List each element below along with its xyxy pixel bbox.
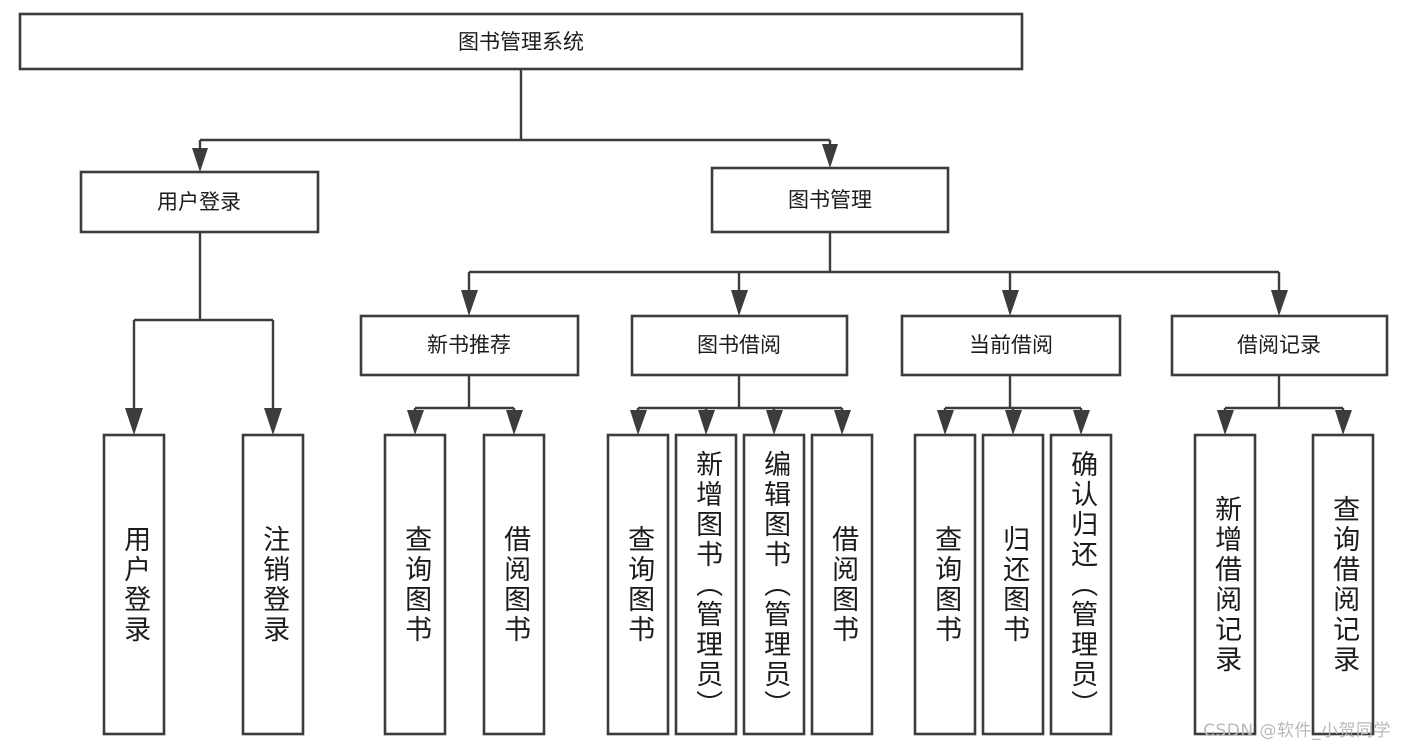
- arrow-bb-leaf-4: [834, 410, 851, 435]
- leaf-box-borrow-record-2[interactable]: [1311, 433, 1375, 736]
- node-box-group: 图书管理系统 用户登录 图书管理 新书推荐 图书借阅 当前借阅 借阅记录: [18, 12, 1389, 736]
- arrow-user-login: [192, 148, 208, 172]
- arrow-cb-leaf-1: [937, 410, 954, 435]
- arrow-bb-leaf-2: [698, 410, 715, 435]
- arrow-br-leaf-2: [1335, 410, 1352, 435]
- node-borrow-record-label: 借阅记录: [1237, 333, 1321, 357]
- leaf-box-book-borrow-2[interactable]: [674, 433, 738, 736]
- node-book-manage[interactable]: [710, 166, 950, 234]
- node-borrow-record[interactable]: [1170, 314, 1389, 377]
- node-user-login-label: 用户登录: [157, 190, 241, 214]
- arrow-book-manage: [822, 144, 838, 168]
- arrow-leaf-logout: [264, 408, 282, 435]
- arrow-book-borrow: [731, 290, 748, 316]
- leaf-box-book-borrow-3[interactable]: [742, 433, 806, 736]
- connector-group: [125, 69, 1352, 435]
- arrow-cb-leaf-2: [1005, 410, 1022, 435]
- node-new-book-recommend[interactable]: [359, 314, 580, 377]
- node-book-manage-label: 图书管理: [788, 188, 872, 212]
- arrow-borrow-record: [1271, 290, 1288, 316]
- node-user-login[interactable]: [79, 170, 320, 234]
- node-root[interactable]: [18, 12, 1024, 71]
- arrow-current-borrow: [1002, 290, 1019, 316]
- node-book-borrow[interactable]: [630, 314, 849, 377]
- leaf-box-borrow-record-1[interactable]: [1193, 433, 1257, 736]
- node-book-borrow-label: 图书借阅: [697, 333, 781, 357]
- arrow-br-leaf-1: [1217, 410, 1234, 435]
- arrow-bb-leaf-1: [630, 410, 647, 435]
- leaf-box-book-borrow-1[interactable]: [606, 433, 670, 736]
- arrow-cb-leaf-3: [1073, 410, 1090, 435]
- node-current-borrow-label: 当前借阅: [969, 333, 1053, 357]
- leaf-box-user-login-1[interactable]: [102, 433, 166, 736]
- node-current-borrow[interactable]: [900, 314, 1122, 377]
- arrow-bb-leaf-3: [766, 410, 783, 435]
- leaf-box-new-book-1[interactable]: [383, 433, 447, 736]
- leaf-box-current-borrow-2[interactable]: [981, 433, 1045, 736]
- node-root-label: 图书管理系统: [458, 30, 584, 54]
- node-new-book-recommend-label: 新书推荐: [427, 333, 511, 357]
- leaf-box-current-borrow-1[interactable]: [913, 433, 977, 736]
- leaf-box-current-borrow-3[interactable]: [1049, 433, 1113, 736]
- arrow-leaf-user-login: [125, 408, 143, 435]
- arrow-nb-leaf-2: [506, 410, 523, 435]
- arrow-new-book: [461, 290, 478, 316]
- leaf-box-book-borrow-4[interactable]: [810, 433, 874, 736]
- leaf-box-user-login-2[interactable]: [241, 433, 305, 736]
- leaf-box-new-book-2[interactable]: [482, 433, 546, 736]
- arrow-nb-leaf-1: [407, 410, 424, 435]
